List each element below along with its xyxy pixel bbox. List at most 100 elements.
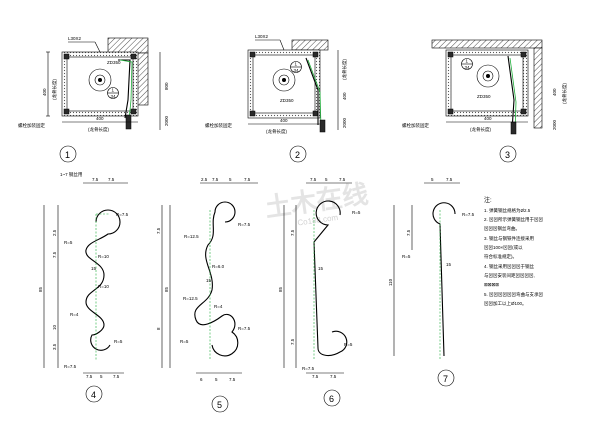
svg-text:1: 1 <box>65 150 70 160</box>
svg-text:5: 5 <box>325 177 328 182</box>
svg-text:7.5: 7.5 <box>244 177 251 182</box>
svg-text:4: 4 <box>91 390 96 400</box>
note-line: 与⊠⊠安装间距⊠⊠⊠⊠, <box>484 272 535 279</box>
svg-text:(龙骨长度): (龙骨长度) <box>561 83 568 104</box>
svg-text:8: 8 <box>156 327 161 330</box>
svg-text:7.5: 7.5 <box>290 338 295 345</box>
svg-text:400: 400 <box>280 118 288 123</box>
svg-text:(龙骨长度): (龙骨长度) <box>341 59 348 80</box>
svg-text:螺栓加装固定: 螺栓加装固定 <box>18 122 45 129</box>
svg-text:400: 400 <box>552 88 557 96</box>
svg-text:R=10: R=10 <box>98 284 109 289</box>
svg-text:R=7.5: R=7.5 <box>302 366 315 371</box>
svg-text:5: 5 <box>217 400 222 410</box>
svg-text:2.5: 2.5 <box>52 229 57 236</box>
svg-text:3.5: 3.5 <box>52 343 57 350</box>
svg-text:7.5: 7.5 <box>156 227 161 234</box>
svg-text:5: 5 <box>229 177 232 182</box>
svg-text:400: 400 <box>96 116 104 121</box>
note-line: 4. 钢丝采用⊠⊠⊠于钢丝 <box>484 263 535 270</box>
svg-text:6: 6 <box>329 394 334 404</box>
svg-text:7.5: 7.5 <box>212 177 219 182</box>
note-line: 5. ⊠⊠⊠⊠⊠⊠弯曲与支承⊠ <box>484 291 544 298</box>
note-line: ⊠⊠加工以上Ø100。 <box>484 300 527 307</box>
svg-text:2: 2 <box>295 150 300 160</box>
svg-text:R=10: R=10 <box>98 254 109 259</box>
svg-text:10: 10 <box>52 324 57 330</box>
svg-text:R=7.5: R=7.5 <box>238 222 251 227</box>
note-line: ⊠⊠⊠⊠ <box>484 282 499 287</box>
svg-text:R=12.5: R=12.5 <box>183 296 198 301</box>
svg-text:R=5: R=5 <box>114 339 123 344</box>
svg-text:15: 15 <box>446 262 452 267</box>
note-line: 1. 弹簧钢丝规格为Ø2.5 <box>484 207 531 214</box>
svg-text:400: 400 <box>484 116 492 121</box>
svg-text:2000: 2000 <box>164 115 169 126</box>
svg-text:7: 7 <box>443 374 448 384</box>
svg-text:R=12.5: R=12.5 <box>184 234 199 239</box>
svg-text:7.5: 7.5 <box>446 177 453 182</box>
svg-text:7.5: 7.5 <box>86 374 93 379</box>
notes-title: 注: <box>484 196 492 204</box>
svg-text:L30X2: L30X2 <box>255 34 269 39</box>
note-line: 3. 钢丝与钢铁件连接采用 <box>484 235 534 242</box>
detail-6-spring: 7.5 5 7.5 85 7.5 7.5 R=5 R=5 R=7.5 15 7.… <box>278 177 361 407</box>
svg-text:(龙骨长度): (龙骨长度) <box>266 128 287 135</box>
svg-text:1: 1 <box>112 88 115 93</box>
svg-text:7.5: 7.5 <box>339 177 346 182</box>
svg-text:34: 34 <box>465 65 471 70</box>
detail-1-section: 1 34 L30X2 ZD350 400 (龙骨长度) 400 (龙骨长度) 8… <box>18 36 169 163</box>
svg-text:5: 5 <box>215 377 218 382</box>
svg-text:85: 85 <box>278 286 283 292</box>
detail-5-spring: 2.5 7.5 5 7.5 85 7.5 8 R=7.5 R=12.5 R=6.… <box>156 177 258 413</box>
svg-text:ZD350: ZD350 <box>107 60 121 65</box>
legend-note: 1~7 钢丝用 <box>60 171 82 178</box>
svg-text:85: 85 <box>38 286 43 292</box>
note-line: ⊠⊠⊠钢丝弯曲。 <box>484 225 520 232</box>
svg-text:1~7 钢丝用: 1~7 钢丝用 <box>60 171 82 178</box>
detail-3-section: 1 34 ZD350 400 (龙骨长度) 400 (龙骨长度) 2000 螺栓… <box>402 39 568 163</box>
svg-text:R=5: R=5 <box>64 240 73 245</box>
svg-text:7.5: 7.5 <box>229 377 236 382</box>
svg-text:R=6.0: R=6.0 <box>212 264 225 269</box>
svg-text:15: 15 <box>91 266 97 271</box>
svg-text:800: 800 <box>164 82 169 90</box>
svg-text:110: 110 <box>388 278 393 286</box>
svg-text:R=4: R=4 <box>214 304 223 309</box>
svg-text:R=5: R=5 <box>180 339 189 344</box>
svg-text:7.5: 7.5 <box>108 177 115 182</box>
svg-text:R=7.5: R=7.5 <box>462 212 475 217</box>
note-line: ⊠⊠100×⊠⊠(或以 <box>484 244 523 250</box>
svg-text:400: 400 <box>342 92 347 100</box>
svg-text:R=4: R=4 <box>70 312 79 317</box>
svg-text:R=5: R=5 <box>344 342 353 347</box>
detail-4-spring: 7.5 7.5 85 2.5 7.5 10 3.5 R=7.5 R=5 R=10… <box>38 177 129 403</box>
notes-block: 注: 1. 弹簧钢丝规格为Ø2.5 2. ⊠⊠所示弹簧钢丝用于⊠⊠ ⊠⊠⊠钢丝弯… <box>484 196 544 307</box>
svg-text:34: 34 <box>294 68 300 73</box>
svg-text:2000: 2000 <box>552 119 557 130</box>
svg-text:7.5: 7.5 <box>310 177 317 182</box>
svg-text:(龙骨长度): (龙骨长度) <box>470 126 491 133</box>
svg-text:ZD350: ZD350 <box>280 98 294 103</box>
svg-text:7.5: 7.5 <box>290 229 295 236</box>
svg-text:7.5: 7.5 <box>312 374 319 379</box>
svg-text:400: 400 <box>42 88 47 96</box>
svg-text:3: 3 <box>505 150 510 160</box>
note-line: 2. ⊠⊠所示弹簧钢丝用于⊠⊠ <box>484 216 544 223</box>
svg-text:2.5: 2.5 <box>201 177 208 182</box>
svg-text:(龙骨长度): (龙骨长度) <box>88 126 109 133</box>
svg-text:L30X2: L30X2 <box>68 36 82 41</box>
svg-text:2000: 2000 <box>342 117 347 128</box>
svg-text:1: 1 <box>295 62 298 67</box>
svg-text:7.5: 7.5 <box>406 229 411 236</box>
svg-text:5: 5 <box>431 177 434 182</box>
svg-text:1: 1 <box>466 59 469 64</box>
svg-text:R=7.5: R=7.5 <box>116 212 129 217</box>
svg-text:(龙骨长度): (龙骨长度) <box>51 79 58 100</box>
svg-text:6: 6 <box>200 377 203 382</box>
svg-text:34: 34 <box>111 94 117 99</box>
svg-text:15: 15 <box>206 278 212 283</box>
svg-text:R=5: R=5 <box>352 210 361 215</box>
detail-2-section: 1 34 L30X2 ZD350 400 (龙骨长度) (龙骨长度) 400 2… <box>205 34 348 163</box>
